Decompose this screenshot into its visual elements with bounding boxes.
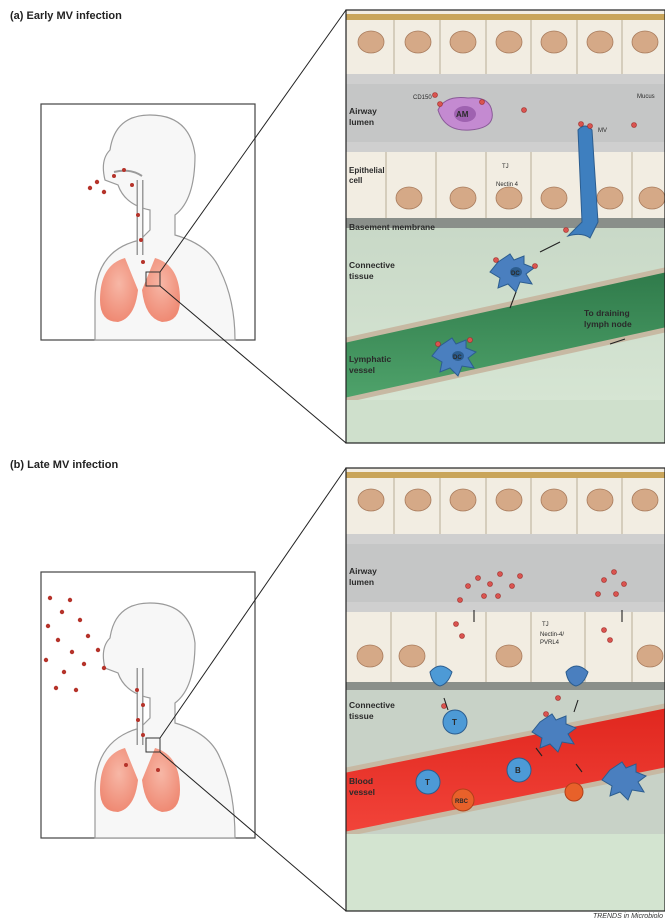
label-cd150: CD150 bbox=[413, 95, 432, 101]
label-mucus: Mucus bbox=[637, 94, 655, 100]
panel-b-zoom: Airway lumen Connective tissue Blood ves… bbox=[346, 468, 665, 911]
journal-footer: TRENDS in Microbiolo bbox=[593, 913, 663, 920]
label-b-cell: B bbox=[515, 766, 521, 775]
label-mv: MV bbox=[598, 128, 607, 134]
label-tj-b: TJ bbox=[542, 622, 549, 628]
label-dc-2: DC bbox=[453, 355, 462, 361]
label-nectin4-a: Nectin 4 bbox=[496, 182, 519, 188]
label-dc-1: DC bbox=[511, 271, 520, 277]
label-t-cell-2: T bbox=[425, 778, 430, 787]
label-t-cell-1: T bbox=[452, 718, 457, 727]
label-blood-vessel: Blood vessel bbox=[349, 776, 375, 797]
label-tj-a: TJ bbox=[502, 164, 509, 170]
label-am: AM bbox=[456, 110, 469, 119]
label-to-draining-lymph-node: To draining lymph node bbox=[584, 308, 632, 329]
panel-a-body-inset bbox=[41, 104, 255, 340]
label-basement-membrane: Basement membrane bbox=[349, 222, 435, 232]
panel-b-body-inset bbox=[41, 572, 255, 838]
panel-a-zoom: Airway lumen Epithelial cell Basement me… bbox=[346, 10, 665, 443]
label-rbc: RBC bbox=[455, 799, 469, 805]
